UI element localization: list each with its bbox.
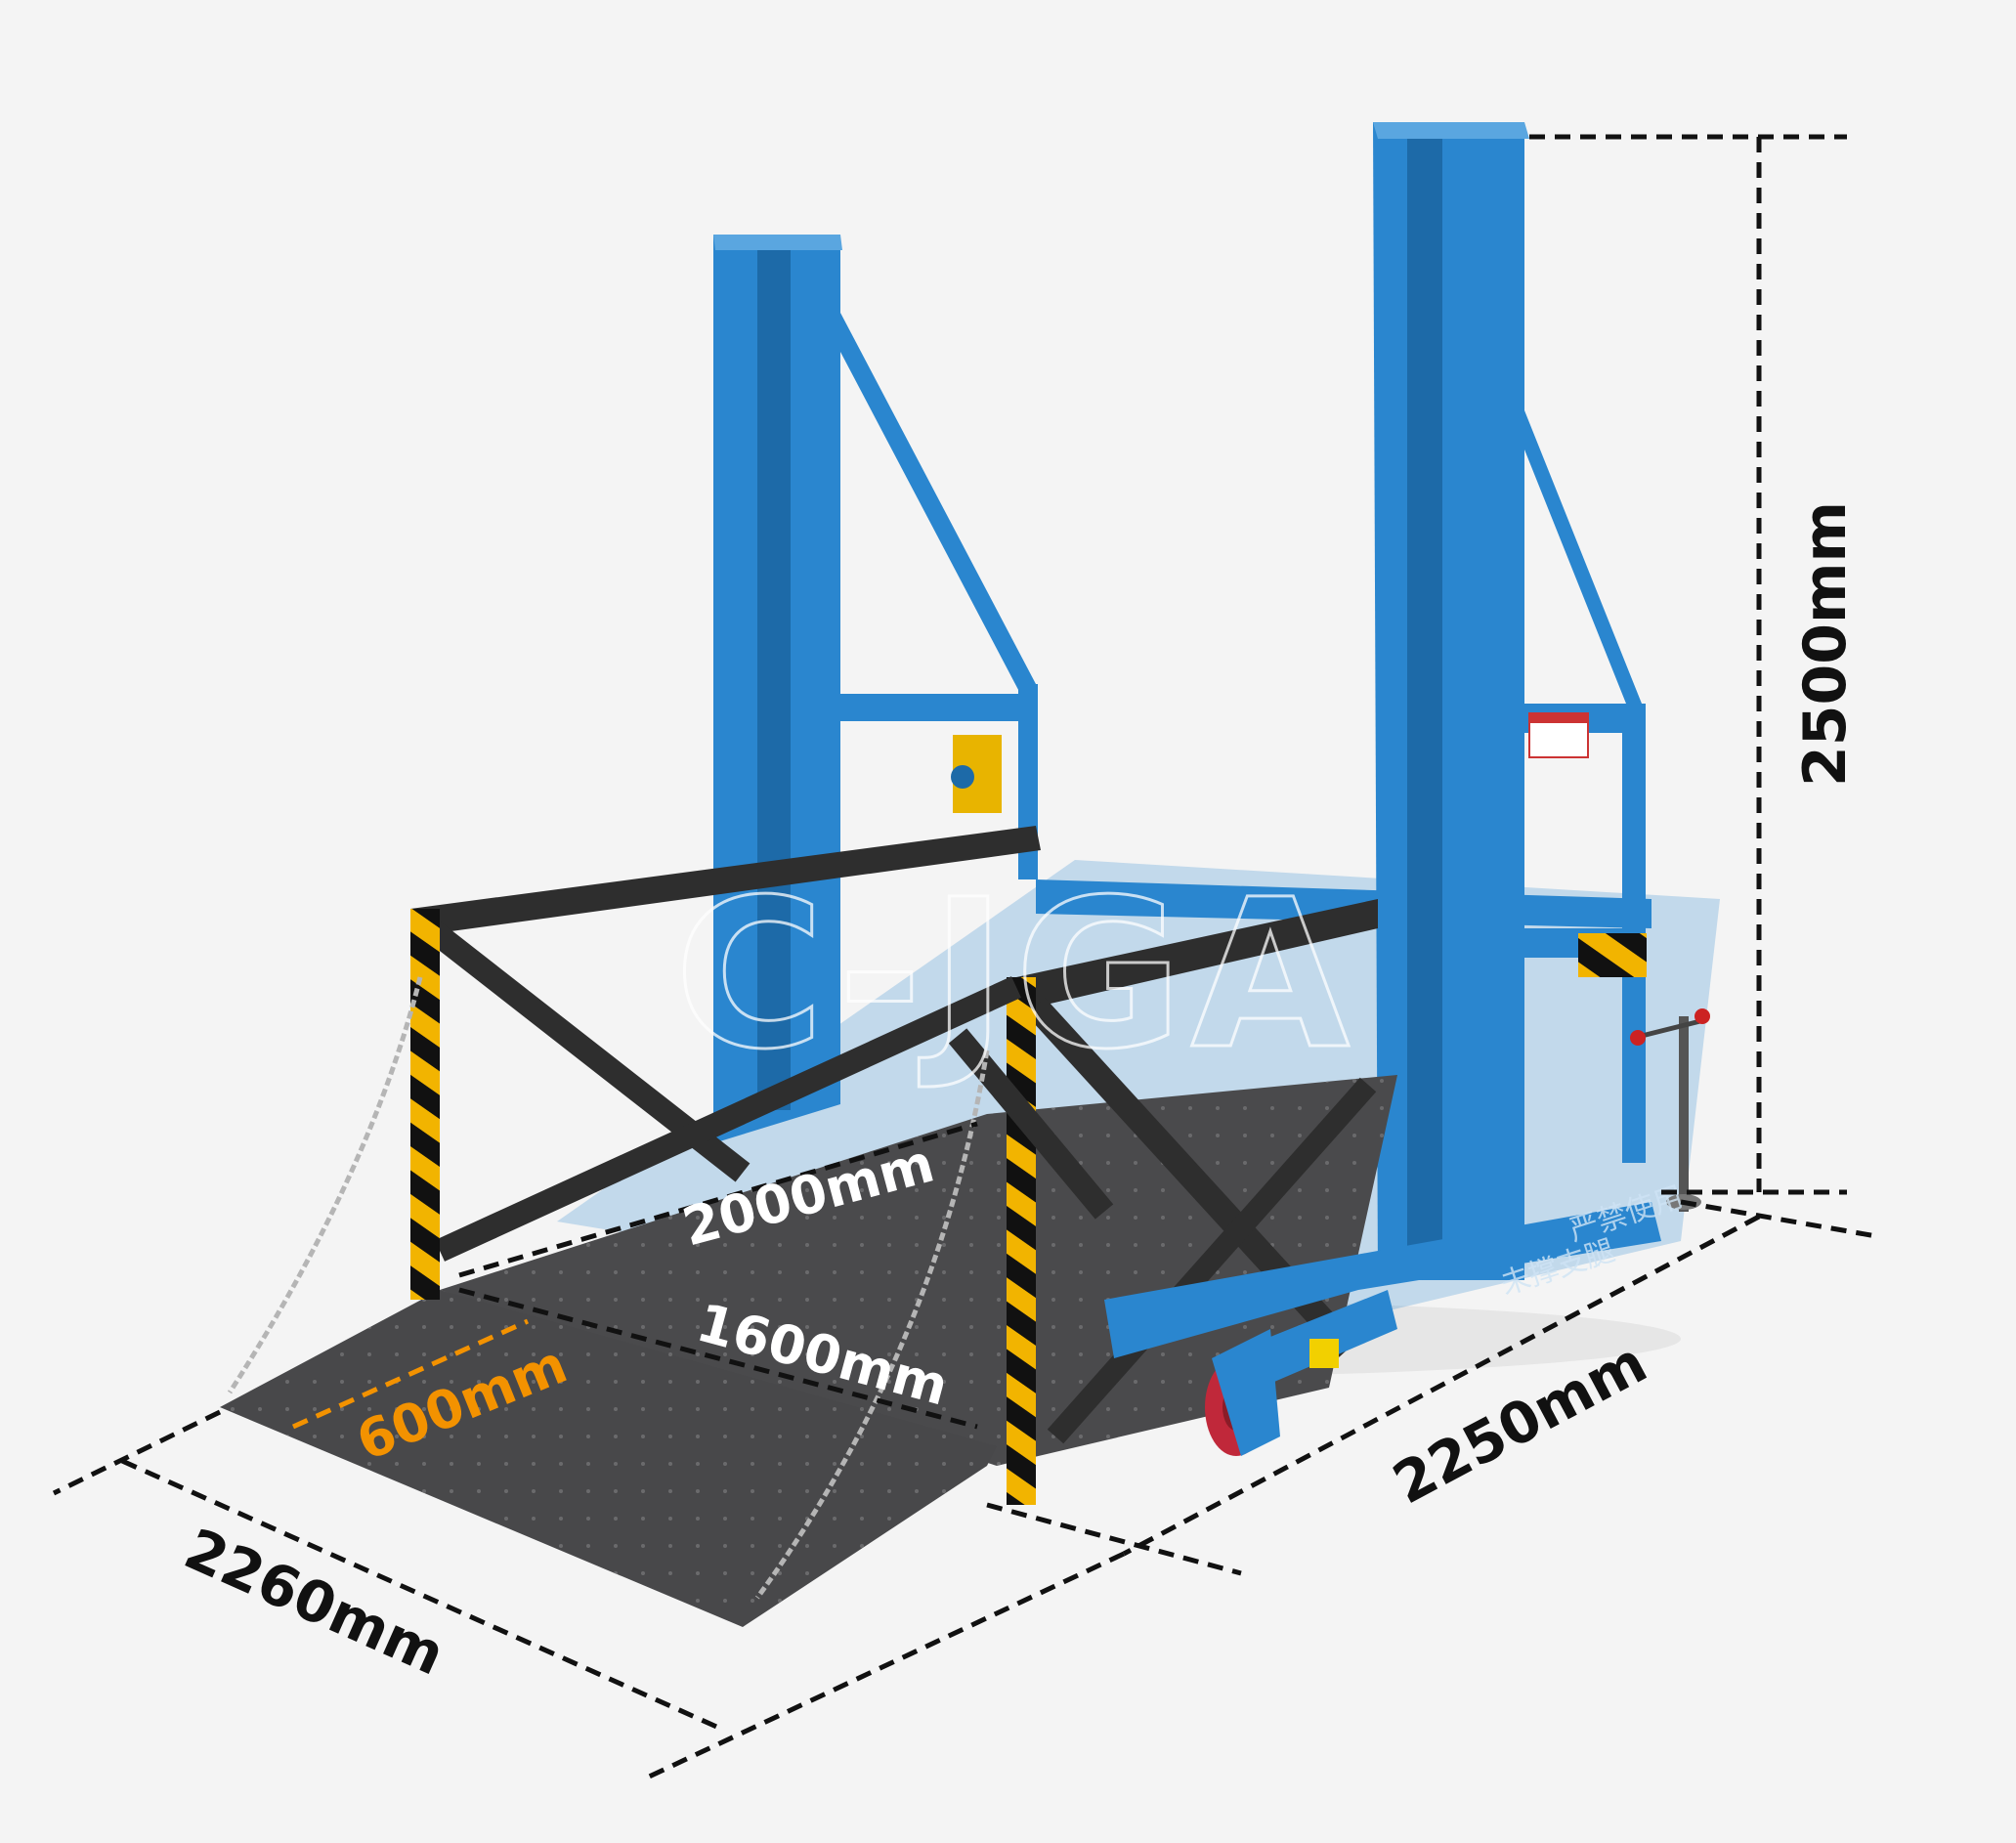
watermark-logo: C-JGA (674, 855, 1357, 1094)
right-column (1373, 122, 1647, 1280)
width-dimension-label: 2260mm (175, 1516, 454, 1689)
warning-decal (1309, 1339, 1339, 1368)
height-dimension-label: 2500mm (1791, 501, 1860, 787)
dimension-lines (52, 134, 1877, 1781)
chain-right (754, 1050, 990, 1600)
hazard-post-left (410, 909, 440, 1300)
hazard-stripe-panel (1578, 933, 1647, 977)
left-guard (410, 826, 1114, 1300)
hazard-post-right (1007, 977, 1036, 1505)
left-column (713, 235, 1038, 1143)
caster-wheel (1205, 1329, 1280, 1456)
screw-jack (1630, 1008, 1710, 1212)
base-frame (1104, 1202, 1661, 1388)
platform-deck (440, 1075, 1397, 1466)
lip-dimension-line (291, 1318, 530, 1430)
chain-left (227, 976, 423, 1394)
